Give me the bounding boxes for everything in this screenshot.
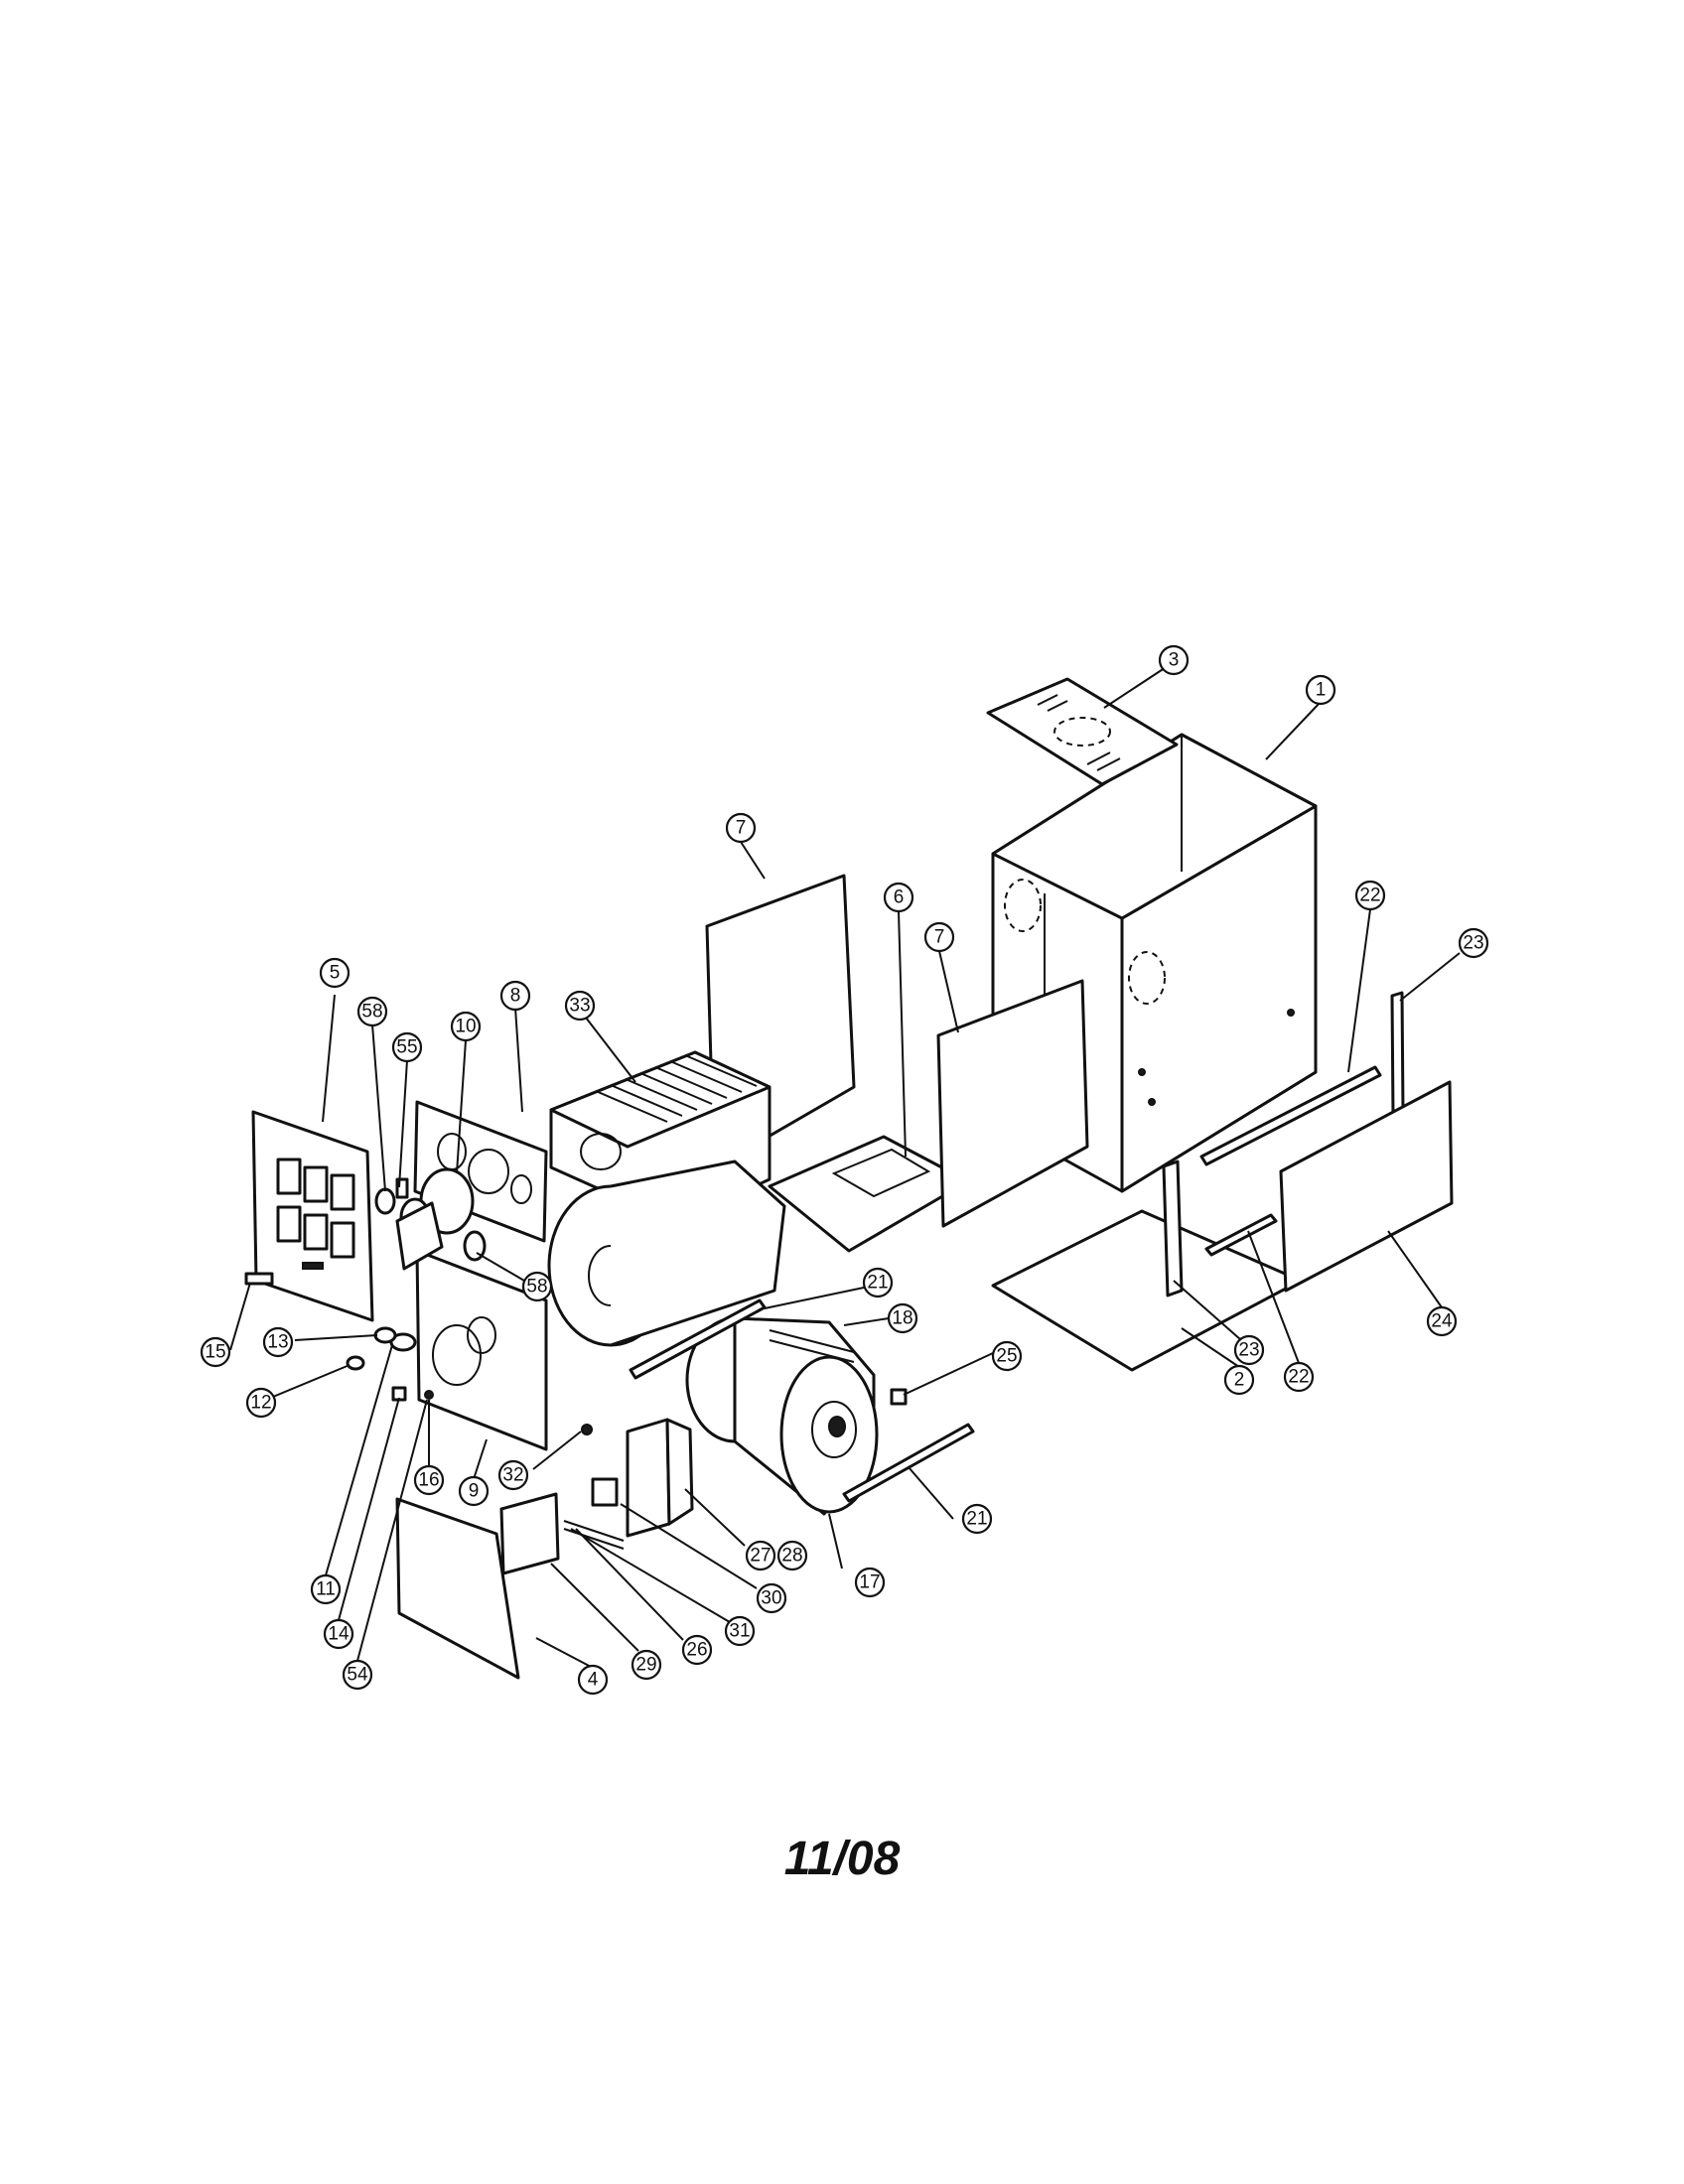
- svg-text:11: 11: [316, 1579, 336, 1600]
- callout-8: 8: [499, 980, 531, 1012]
- svg-text:14: 14: [328, 1624, 350, 1645]
- svg-text:1: 1: [1316, 680, 1327, 701]
- callout-9: 9: [458, 1475, 490, 1507]
- svg-text:18: 18: [892, 1308, 912, 1329]
- svg-text:54: 54: [347, 1665, 368, 1686]
- blower-rail-lower: [842, 1423, 975, 1503]
- clip: [890, 1388, 908, 1406]
- callout-28: 28: [776, 1540, 808, 1571]
- svg-text:10: 10: [455, 1017, 476, 1037]
- callout-18: 18: [887, 1302, 918, 1334]
- svg-text:30: 30: [761, 1588, 781, 1609]
- svg-text:5: 5: [330, 963, 341, 984]
- callout-10: 10: [450, 1011, 482, 1042]
- burner-fittings: [244, 1177, 487, 1402]
- callout-33: 33: [564, 990, 596, 1022]
- svg-text:13: 13: [267, 1332, 288, 1353]
- callout-22-upper: 22: [1354, 880, 1386, 911]
- upper-door: [251, 1110, 374, 1322]
- svg-text:9: 9: [469, 1481, 480, 1502]
- svg-text:33: 33: [569, 996, 590, 1017]
- callout-17: 17: [854, 1567, 886, 1598]
- svg-text:8: 8: [510, 986, 521, 1007]
- callout-24: 24: [1426, 1305, 1458, 1337]
- svg-text:26: 26: [686, 1640, 707, 1661]
- callout-29: 29: [631, 1649, 662, 1681]
- control-bracket: [499, 1418, 694, 1575]
- callout-22-lower: 22: [1283, 1361, 1315, 1393]
- top-panel: [986, 677, 1179, 786]
- svg-text:22: 22: [1288, 1367, 1309, 1388]
- svg-text:7: 7: [934, 927, 945, 948]
- callout-30: 30: [756, 1582, 787, 1614]
- svg-text:17: 17: [859, 1572, 880, 1593]
- partition-panel: [768, 1135, 970, 1253]
- callout-25: 25: [991, 1340, 1023, 1372]
- side-panel: [1279, 1080, 1454, 1293]
- svg-text:58: 58: [361, 1002, 382, 1023]
- svg-text:16: 16: [418, 1470, 439, 1491]
- callout-23-upper: 23: [1458, 927, 1489, 959]
- callout-26: 26: [681, 1634, 713, 1666]
- callout-7-upper: 7: [725, 812, 757, 844]
- gasket-plate: [413, 1100, 548, 1243]
- callout-54: 54: [342, 1659, 373, 1691]
- callout-58-lower: 58: [521, 1271, 553, 1302]
- callout-21-upper: 21: [862, 1267, 894, 1298]
- callout-16: 16: [413, 1464, 445, 1496]
- svg-text:23: 23: [1463, 933, 1483, 954]
- callout-27: 27: [745, 1540, 776, 1571]
- baffle-lower: [936, 979, 1089, 1228]
- callout-12: 12: [245, 1387, 277, 1419]
- svg-text:58: 58: [526, 1277, 547, 1297]
- lower-door: [395, 1497, 520, 1680]
- svg-text:12: 12: [250, 1393, 271, 1414]
- callout-14: 14: [323, 1618, 354, 1650]
- svg-text:22: 22: [1359, 886, 1380, 906]
- blower-assembly: [685, 1316, 879, 1516]
- callout-15: 15: [200, 1336, 231, 1368]
- burner-plate: [415, 1249, 548, 1451]
- svg-text:24: 24: [1431, 1311, 1453, 1332]
- svg-text:23: 23: [1238, 1340, 1259, 1361]
- revision-label: 11/08: [783, 1833, 901, 1885]
- callout-3: 3: [1158, 644, 1190, 676]
- callout-6: 6: [883, 882, 914, 913]
- callout-32: 32: [497, 1459, 529, 1491]
- post-left: [1162, 1160, 1184, 1297]
- svg-text:2: 2: [1234, 1370, 1245, 1391]
- leader-lines: [229, 661, 1461, 1669]
- rail-lower: [1204, 1213, 1278, 1257]
- svg-text:25: 25: [996, 1346, 1017, 1367]
- callout-55: 55: [391, 1031, 423, 1063]
- callout-23-lower: 23: [1233, 1334, 1265, 1366]
- svg-text:27: 27: [750, 1546, 771, 1567]
- svg-text:15: 15: [205, 1342, 225, 1363]
- callout-1: 1: [1305, 674, 1336, 706]
- svg-text:31: 31: [729, 1621, 750, 1642]
- callout-5: 5: [319, 957, 351, 989]
- callout-2: 2: [1223, 1364, 1255, 1396]
- svg-text:55: 55: [396, 1037, 417, 1058]
- callout-21-lower: 21: [961, 1503, 993, 1535]
- heat-exchanger: [547, 1050, 786, 1347]
- svg-text:29: 29: [635, 1655, 656, 1676]
- svg-text:7: 7: [736, 818, 747, 839]
- svg-text:4: 4: [588, 1670, 599, 1691]
- svg-text:21: 21: [966, 1509, 987, 1530]
- callout-11: 11: [310, 1573, 342, 1605]
- svg-text:6: 6: [894, 887, 905, 908]
- svg-text:28: 28: [781, 1546, 802, 1567]
- post-right: [1390, 991, 1405, 1118]
- callout-31: 31: [724, 1615, 756, 1647]
- callout-58-upper: 58: [356, 996, 388, 1027]
- svg-text:3: 3: [1169, 650, 1180, 671]
- svg-text:21: 21: [867, 1273, 888, 1294]
- callout-13: 13: [262, 1326, 294, 1358]
- callout-4: 4: [577, 1664, 609, 1696]
- rail-upper: [1199, 1065, 1382, 1166]
- callout-7-lower: 7: [923, 921, 955, 953]
- svg-text:32: 32: [502, 1465, 523, 1486]
